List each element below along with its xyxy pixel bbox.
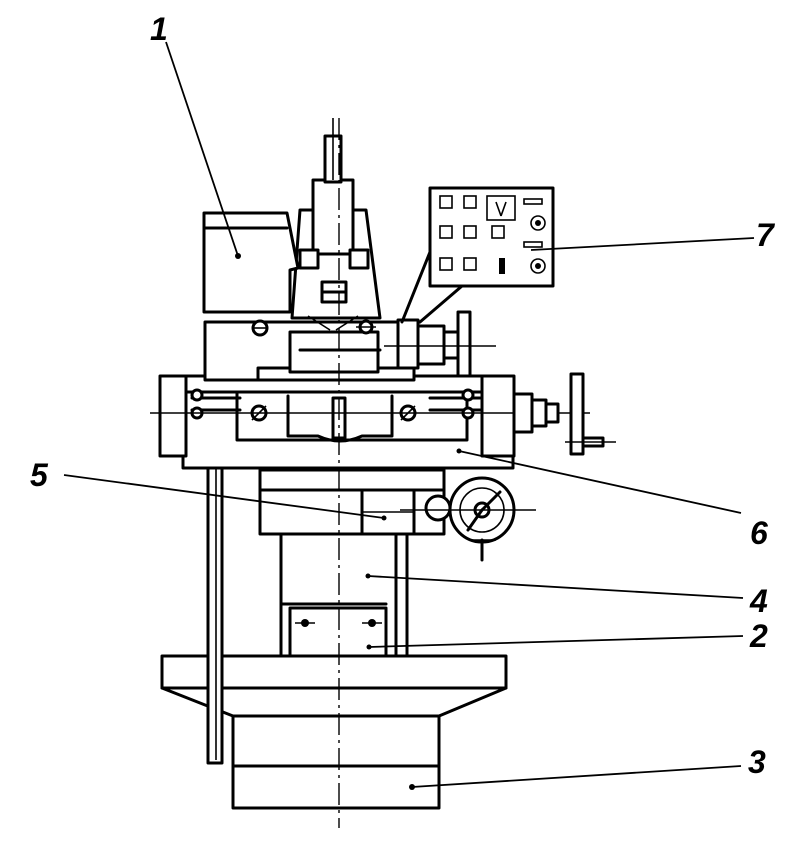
base: [160, 654, 508, 810]
label-2: 2: [749, 618, 768, 654]
table: [150, 372, 616, 470]
control-panel: [400, 186, 555, 324]
label-1: 1: [150, 11, 168, 47]
leader-lines: [63, 41, 755, 788]
motor-housing: [202, 211, 300, 314]
knee: [258, 468, 536, 562]
label-7: 7: [756, 217, 776, 253]
label-6: 6: [750, 515, 768, 551]
label-4: 4: [749, 583, 768, 619]
label-5: 5: [30, 457, 49, 493]
label-3: 3: [748, 744, 766, 780]
milling-head: [203, 118, 496, 382]
